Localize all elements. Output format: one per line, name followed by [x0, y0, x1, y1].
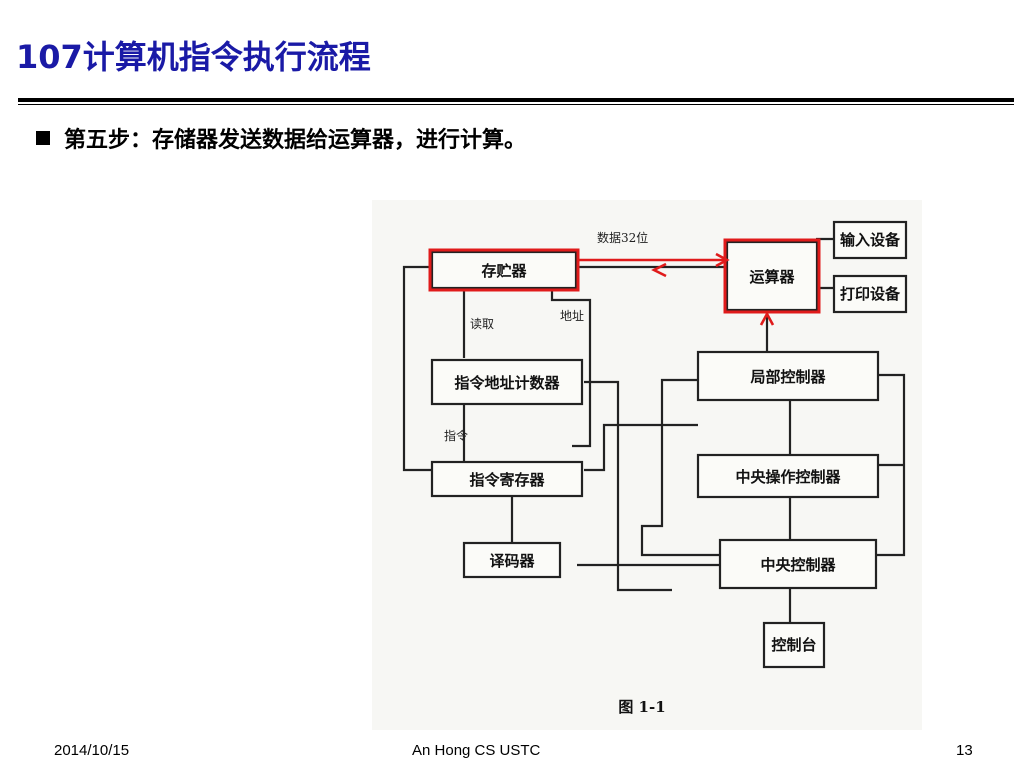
addr-counter-label: 指令地址计数器 — [454, 374, 560, 392]
alu-highlight — [723, 238, 821, 314]
instr-reg-label: 指令寄存器 — [469, 471, 545, 489]
footer-author: An Hong CS USTC — [412, 742, 541, 759]
data-bus-note: 数据32位 — [597, 230, 648, 245]
alu-label: 运算器 — [749, 268, 795, 286]
footer-date: 2014/10/15 — [54, 742, 130, 759]
addr-note: 地址 — [560, 309, 584, 323]
console-label: 控制台 — [771, 636, 816, 654]
arrow-up-icon — [759, 311, 775, 326]
figure-caption: 图 1-1 — [618, 698, 665, 716]
highlight-frames — [428, 238, 821, 314]
square-bullet-icon — [36, 131, 50, 145]
memory-highlight — [428, 248, 580, 292]
footer-page-number: 13 — [956, 742, 973, 759]
arrow-to-alu-icon — [715, 252, 730, 268]
memory-label: 存贮器 — [481, 262, 527, 280]
central-ctrl-label: 中央控制器 — [760, 556, 836, 574]
bullet-text: 第五步：存储器发送数据给运算器，进行计算。 — [64, 128, 527, 153]
title-divider-thin — [18, 104, 1014, 105]
box-shapes — [430, 220, 908, 669]
block-diagram-figure: 存贮器 运算器 输入设备 打印设备 指令地址计数器 局部控制器 指令寄存器 中央… — [372, 200, 922, 730]
local-ctrl-label: 局部控制器 — [749, 368, 826, 386]
decoder-label: 译码器 — [489, 552, 535, 570]
highlight-arrows — [577, 252, 775, 326]
slide-title: 107计算机指令执行流程 — [16, 38, 371, 76]
instr-note: 指令 — [444, 428, 468, 443]
input-device-label: 输入设备 — [840, 231, 901, 249]
bullet-item: 第五步：存储器发送数据给运算器，进行计算。 — [36, 122, 526, 154]
connector-lines — [402, 237, 906, 623]
printer-label: 打印设备 — [840, 285, 901, 303]
title-divider-thick — [18, 98, 1014, 102]
fetch-note: 读取 — [470, 317, 494, 331]
arrow-to-memory-icon — [651, 262, 667, 278]
block-diagram: 存贮器 运算器 输入设备 打印设备 指令地址计数器 局部控制器 指令寄存器 中央… — [372, 200, 922, 730]
central-op-ctrl-label: 中央操作控制器 — [735, 468, 841, 486]
